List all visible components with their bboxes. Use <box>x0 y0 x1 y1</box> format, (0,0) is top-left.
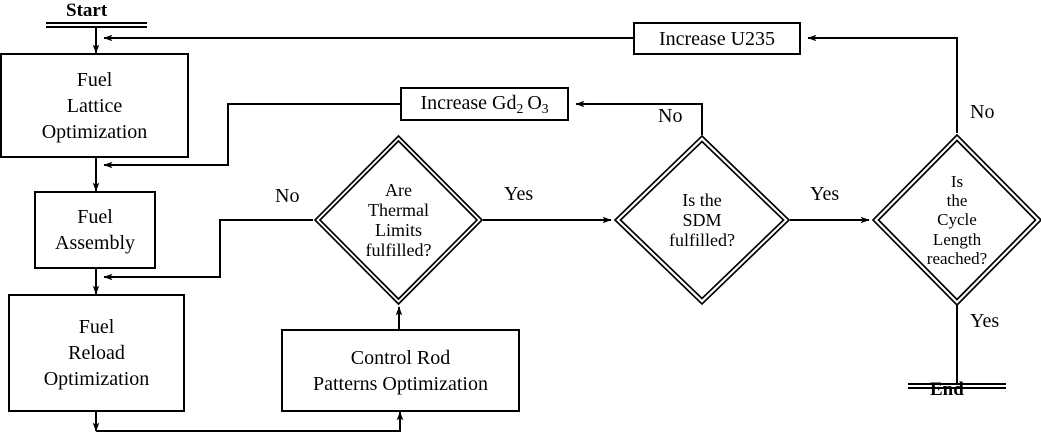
diamond-line: fulfilled? <box>365 240 432 261</box>
box-line: Increase U235 <box>658 27 776 50</box>
end-terminal-bar <box>908 383 1006 389</box>
box-line: Control Rod <box>350 346 451 369</box>
edge-cycle-no-to-u235 <box>807 34 958 133</box>
decision-sdm-text: Is the SDM fulfilled? <box>613 134 791 306</box>
box-line: Fuel <box>76 68 113 91</box>
gd2o3-mid: O <box>527 92 542 115</box>
decision-thermal-limits-text: Are Thermal Limits fulfilled? <box>313 134 484 306</box>
edge-label-cycle-yes: Yes <box>970 310 1000 332</box>
box-line: Fuel <box>77 206 113 228</box>
diamond-line: Limits <box>374 220 422 240</box>
decision-cycle-length-shape <box>871 133 1041 307</box>
process-fuel-lattice-optimization[interactable]: Fuel Lattice Optimization <box>1 54 188 157</box>
diamond-line: reached? <box>926 248 988 268</box>
box-line: Optimization <box>43 368 150 390</box>
decision-cycle-length[interactable]: Is the Cycle Length reached? <box>871 133 1041 307</box>
end-label: End <box>930 379 964 400</box>
diamond-line: SDM <box>682 209 722 230</box>
decision-cycle-length-text: Is the Cycle Length reached? <box>871 133 1041 307</box>
edge-label-sdm-yes: Yes <box>810 183 840 205</box>
decision-sdm[interactable]: Is the SDM fulfilled? <box>613 134 791 306</box>
process-fuel-assembly[interactable]: Fuel Assembly <box>35 192 155 268</box>
process-control-rod-patterns-optimization[interactable]: Control Rod Patterns Optimization <box>282 330 519 411</box>
diamond-line: Cycle <box>937 210 977 230</box>
diamond-line: the <box>946 191 968 211</box>
start-terminal-bar <box>46 22 147 28</box>
gd2o3-prefix: Increase Gd <box>420 92 517 115</box>
box-line: Assembly <box>55 232 135 254</box>
decision-thermal-limits-shape <box>313 134 484 306</box>
edge-sdm-no-to-gd2o3 <box>575 100 703 135</box>
box-line-gd2o3: Increase Gd2 O3 <box>420 90 548 117</box>
box-line: Fuel <box>78 316 115 338</box>
box-line: Lattice <box>66 94 123 117</box>
process-increase-u235[interactable]: Increase U235 <box>634 23 800 54</box>
box-line: Optimization <box>41 120 148 143</box>
process-increase-gd2o3[interactable]: Increase Gd2 O3 <box>401 88 568 120</box>
diamond-line: Is <box>950 172 964 192</box>
edge-label-thermal-no: No <box>275 185 300 207</box>
gd2o3-sub-2: 2 <box>516 101 524 117</box>
diamond-line: Thermal <box>368 199 429 220</box>
diamond-line: Length <box>932 229 982 249</box>
decision-thermal-limits[interactable]: Are Thermal Limits fulfilled? <box>313 134 484 306</box>
start-label: Start <box>66 0 108 21</box>
box-line: Reload <box>68 342 125 364</box>
diamond-line: Is the <box>682 189 722 210</box>
gd2o3-sub-3: 3 <box>541 101 549 117</box>
process-fuel-reload-optimization[interactable]: Fuel Reload Optimization <box>9 295 184 411</box>
edge-reload-to-controlrod-run <box>96 411 404 432</box>
diamond-line: Are <box>385 179 412 200</box>
edge-label-thermal-yes: Yes <box>504 183 534 205</box>
edge-label-cycle-no: No <box>970 101 995 123</box>
decision-sdm-shape <box>613 134 791 306</box>
diamond-line: fulfilled? <box>669 230 735 251</box>
box-line: Patterns Optimization <box>313 372 488 395</box>
edge-label-sdm-no: No <box>658 105 683 127</box>
